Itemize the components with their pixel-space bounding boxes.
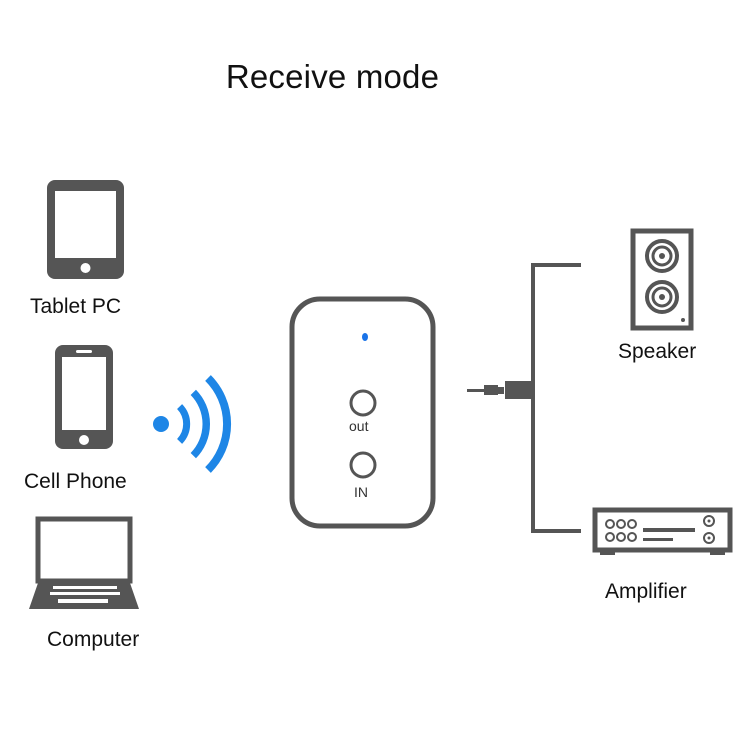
out-port-label: out bbox=[349, 418, 369, 434]
status-led bbox=[362, 333, 368, 341]
audio-cable bbox=[531, 263, 581, 533]
wireless-signal-icon bbox=[153, 375, 232, 473]
amplifier-icon bbox=[592, 507, 733, 555]
audio-jack-icon bbox=[467, 381, 533, 399]
receiver-device bbox=[289, 296, 436, 529]
diagram-title: Receive mode bbox=[225, 58, 440, 95]
tablet-icon bbox=[47, 180, 124, 279]
amplifier-label: Amplifier bbox=[605, 580, 687, 603]
speaker-icon bbox=[630, 228, 694, 331]
phone-label: Cell Phone bbox=[24, 470, 127, 493]
tablet-label: Tablet PC bbox=[30, 295, 122, 318]
phone-icon bbox=[55, 345, 113, 449]
speaker-label: Speaker bbox=[618, 340, 697, 363]
computer-label: Computer bbox=[47, 628, 140, 651]
in-port bbox=[349, 451, 377, 479]
in-port-label: IN bbox=[354, 484, 368, 500]
out-port bbox=[349, 389, 377, 417]
laptop-icon bbox=[29, 516, 139, 609]
